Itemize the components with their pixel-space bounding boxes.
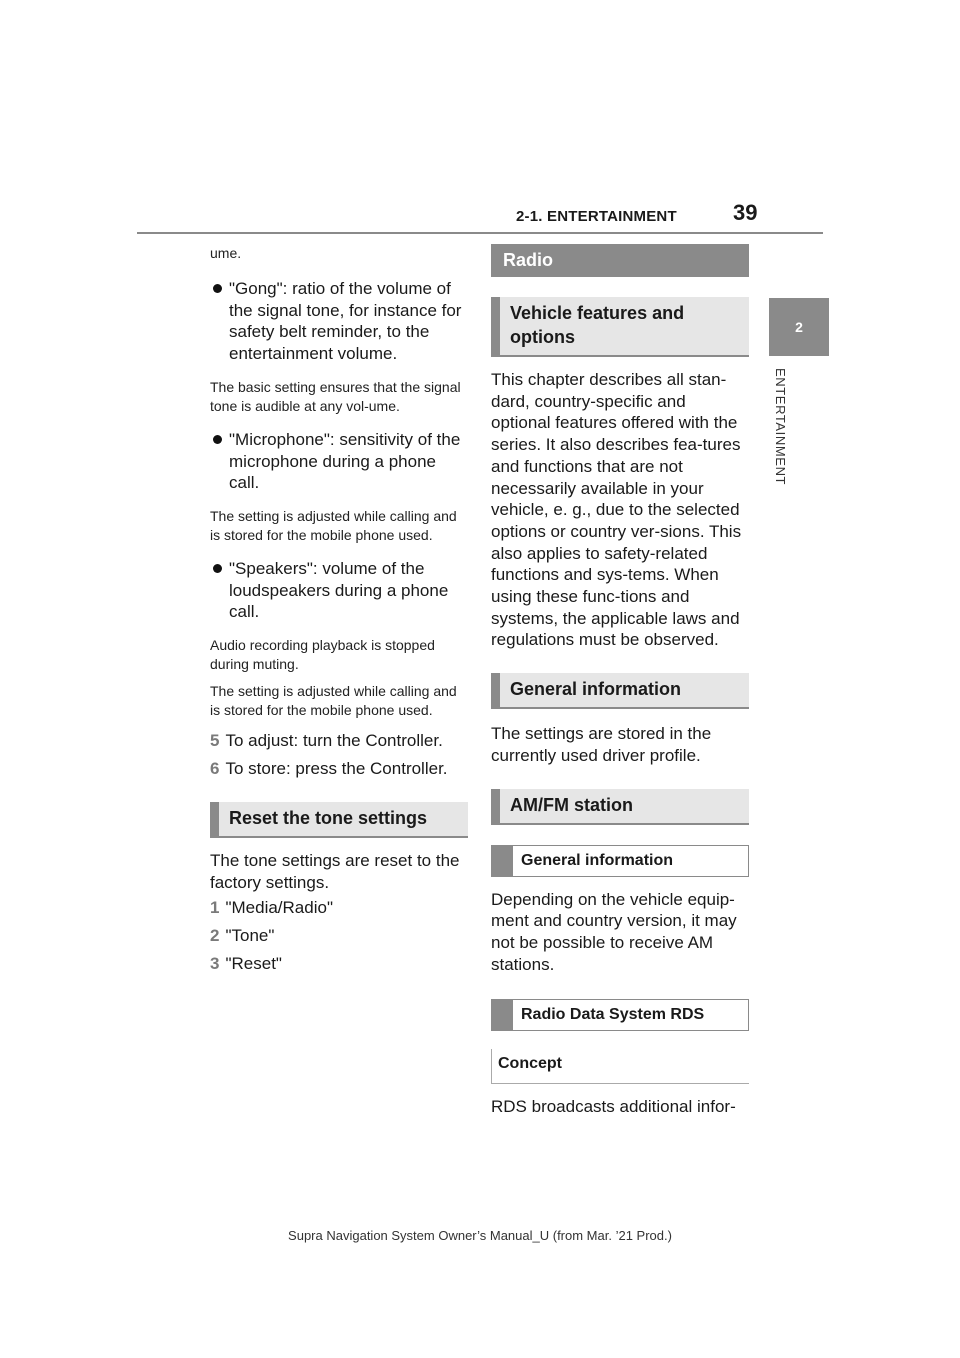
step-text: "Media/Radio" <box>225 898 333 918</box>
concept-text: RDS broadcasts additional infor- <box>491 1097 736 1117</box>
reset-tone-heading: Reset the tone settings <box>210 802 468 839</box>
reset-step-2: 2"Tone" <box>210 925 468 947</box>
amfm-heading: AM/FM station <box>491 788 749 825</box>
step-number: 2 <box>210 926 220 946</box>
general-info-text: The settings are stored in the currently… <box>491 724 712 765</box>
speakers-bullet: "Speakers": volume of the loudspeakers d… <box>210 558 468 623</box>
radio-heading: Radio <box>491 244 749 277</box>
amfm-general-heading: General information <box>491 844 749 877</box>
left-column: ume. "Gong": ratio of the volume of the … <box>210 244 468 975</box>
step-text: To store: press the Controller. <box>225 759 448 779</box>
chapter-tab-number: 2 <box>795 319 803 335</box>
microphone-bullet: "Microphone": sensitivity of the microph… <box>210 429 468 494</box>
chapter-side-label: ENTERTAINMENT <box>773 368 791 518</box>
gong-bullet: "Gong": ratio of the volume of the signa… <box>210 278 468 365</box>
step-text: "Tone" <box>225 926 275 946</box>
step-text: "Reset" <box>225 954 282 974</box>
speakers-note-1: Audio recording playback is stopped duri… <box>210 637 435 673</box>
vehicle-features-heading: Vehicle features and options <box>491 297 749 357</box>
concept-heading: Concept <box>491 1049 749 1085</box>
reset-tone-text: The tone settings are reset to the facto… <box>210 851 460 892</box>
step-text: To adjust: turn the Controller. <box>225 731 443 751</box>
page-number: 39 <box>733 200 758 225</box>
vehicle-features-text: This chapter describes all stan-dard, co… <box>491 370 742 650</box>
chapter-side-label-text: ENTERTAINMENT <box>773 368 788 486</box>
rds-heading: Radio Data System RDS <box>491 999 749 1032</box>
section-title: 2-1. ENTERTAINMENT <box>516 208 677 225</box>
step-number: 1 <box>210 898 220 918</box>
right-column: Radio Vehicle features and options This … <box>491 244 749 1118</box>
speakers-note-2: The setting is adjusted while calling an… <box>210 683 457 719</box>
continued-text: ume. <box>210 245 242 261</box>
amfm-text: Depending on the vehicle equip-ment and … <box>491 889 737 974</box>
reset-step-1: 1"Media/Radio" <box>210 897 468 919</box>
gong-note: The basic setting ensures that the signa… <box>210 378 461 414</box>
reset-step-3: 3"Reset" <box>210 953 468 975</box>
footer-text: Supra Navigation System Owner’s Manual_U… <box>288 1228 672 1243</box>
chapter-tab: 2 <box>769 298 829 356</box>
microphone-note: The setting is adjusted while calling an… <box>210 507 457 543</box>
header-rule <box>137 232 823 234</box>
step-number: 3 <box>210 954 220 974</box>
step-number: 6 <box>210 759 220 779</box>
general-info-heading: General information <box>491 673 749 710</box>
step-number: 5 <box>210 731 220 751</box>
